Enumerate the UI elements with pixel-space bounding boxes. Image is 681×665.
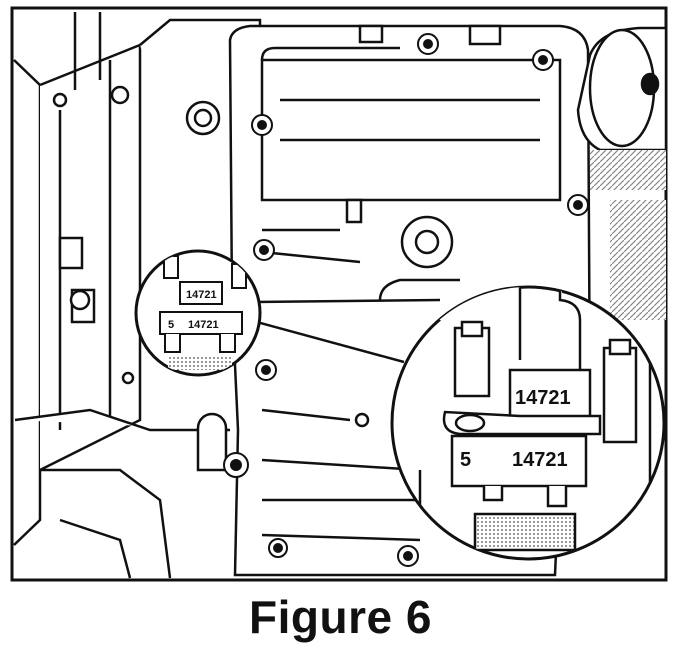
technical-illustration: 14721 5 14721 14721 5 14721	[10, 6, 668, 582]
small-lower-number: 5	[168, 319, 174, 331]
large-upper-label: 14721	[515, 387, 571, 409]
plate-bolts	[223, 33, 589, 567]
large-lower-label: 14721	[512, 449, 568, 471]
small-upper-label: 14721	[186, 289, 217, 301]
large-detail-circle: 14721 5 14721	[390, 285, 666, 561]
small-detail-circle: 14721 5 14721	[134, 249, 262, 377]
figure-caption: Figure 6	[249, 591, 432, 643]
callout-leader	[241, 298, 441, 364]
large-lower-number: 5	[460, 449, 471, 471]
small-lower-label: 14721	[188, 319, 219, 331]
right-solenoid	[576, 26, 668, 320]
